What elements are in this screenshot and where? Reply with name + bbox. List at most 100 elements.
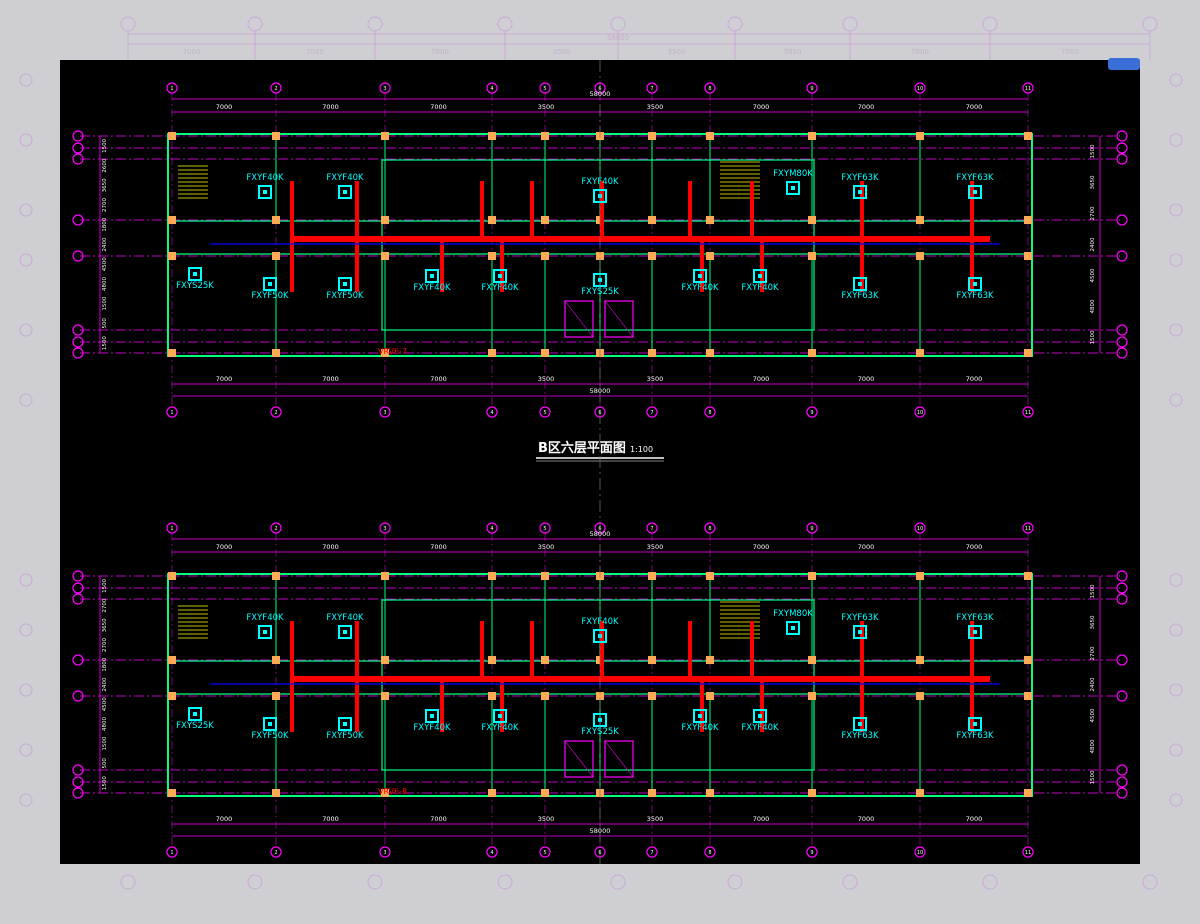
window-corner-badge[interactable] xyxy=(1108,58,1140,70)
axis-bubble-bottom xyxy=(270,846,282,858)
indoor-unit-label: FXYF40K xyxy=(481,723,519,733)
axis-bubble-label: 2 xyxy=(274,850,277,856)
axis-bubble-label: 2 xyxy=(274,410,277,416)
axis-bubble-left xyxy=(72,214,84,226)
axis-bubble-left xyxy=(72,690,84,702)
structural-column xyxy=(541,656,549,664)
bg-dim-text: 3500 xyxy=(668,48,686,56)
structural-column xyxy=(488,349,496,357)
axis-bubble-label: 11 xyxy=(1025,410,1031,416)
indoor-unit-symbol xyxy=(258,185,272,199)
axis-bubble-label: 8 xyxy=(708,410,711,416)
indoor-unit-symbol xyxy=(853,717,867,731)
duct-branch-up xyxy=(750,621,754,677)
bg-axis-bubble xyxy=(727,874,743,890)
structural-column xyxy=(916,789,924,797)
indoor-unit-symbol xyxy=(693,709,707,723)
dim-text-bottom: 7000 xyxy=(858,375,875,383)
structural-column xyxy=(1024,789,1032,797)
structural-column xyxy=(808,692,816,700)
dim-text-bottom: 7000 xyxy=(753,815,770,823)
dim-text-bottom: 7000 xyxy=(430,375,447,383)
dim-text-left: 2400 xyxy=(102,677,108,691)
elevator-shaft xyxy=(604,300,634,338)
dim-text-bottom: 7000 xyxy=(858,815,875,823)
dim-text-top: 7000 xyxy=(966,543,983,551)
dim-text-right: 2700 xyxy=(1090,206,1096,220)
indoor-unit-symbol xyxy=(338,625,352,639)
axis-bubble-bottom xyxy=(1022,846,1034,858)
structural-column xyxy=(488,572,496,580)
structural-column xyxy=(808,656,816,664)
bg-axis-bubble xyxy=(842,874,858,890)
indoor-unit-symbol xyxy=(968,185,982,199)
structural-column xyxy=(488,789,496,797)
structural-column xyxy=(648,349,656,357)
axis-bubble-label: 7 xyxy=(650,850,653,856)
indoor-unit-core xyxy=(498,714,502,718)
structural-column xyxy=(1024,656,1032,664)
bg-axis-bubble xyxy=(1169,743,1183,757)
indoor-unit-core xyxy=(263,630,267,634)
axis-bubble-label: 9 xyxy=(810,850,813,856)
indoor-unit-label: FXYF63K xyxy=(956,731,994,741)
axis-bubble-left xyxy=(72,336,84,348)
structural-column xyxy=(706,692,714,700)
duct-branch-down xyxy=(860,242,864,292)
bg-axis-bubble xyxy=(1169,73,1183,87)
bg-axis-bubble xyxy=(842,16,858,32)
indoor-unit-core xyxy=(343,722,347,726)
axis-bubble-bottom xyxy=(704,846,716,858)
structural-column xyxy=(541,132,549,140)
indoor-unit-label: FXYF50K xyxy=(326,731,364,741)
duct-branch-down xyxy=(700,242,704,292)
dim-text-right: 3650 xyxy=(1090,615,1096,629)
structural-column xyxy=(1024,132,1032,140)
structural-column xyxy=(541,216,549,224)
cad-viewport[interactable]: 1122334455667788991010111170007000700035… xyxy=(60,60,1140,864)
elevator-cross xyxy=(564,740,594,778)
structural-column xyxy=(272,789,280,797)
dim-text-left: 2700 xyxy=(102,198,108,212)
elevator-shaft xyxy=(604,740,634,778)
axis-bubble-right xyxy=(1116,582,1128,594)
duct-branch-down xyxy=(440,242,444,292)
structural-column xyxy=(272,349,280,357)
axis-bubble-label: 4 xyxy=(490,526,493,532)
axis-bubble-left xyxy=(72,654,84,666)
elevator-cross xyxy=(604,300,634,338)
dim-text-bottom: 7000 xyxy=(322,815,339,823)
structural-column xyxy=(916,216,924,224)
structural-column xyxy=(596,252,604,260)
structural-column xyxy=(648,572,656,580)
axis-bubble-label: 11 xyxy=(1025,850,1031,856)
bg-axis-bubble xyxy=(19,203,33,217)
axis-bubble-label: 10 xyxy=(917,410,923,416)
indoor-unit-symbol xyxy=(753,709,767,723)
dim-text-left: 1500 xyxy=(102,296,108,310)
structural-column xyxy=(381,216,389,224)
structural-column xyxy=(648,656,656,664)
bg-axis-bubble xyxy=(497,16,513,32)
indoor-unit-core xyxy=(973,190,977,194)
indoor-unit-core xyxy=(698,274,702,278)
indoor-unit-label: FXYF63K xyxy=(841,291,879,301)
axis-bubble-label: 9 xyxy=(810,410,813,416)
indoor-unit-symbol xyxy=(263,717,277,731)
axis-bubble-label: 4 xyxy=(490,86,493,92)
bg-dim-text: 7000 xyxy=(784,48,802,56)
duct-branch-down xyxy=(970,682,974,732)
axis-bubble-label: 5 xyxy=(543,86,546,92)
indoor-unit-symbol xyxy=(263,277,277,291)
axis-bubble-bottom xyxy=(646,846,658,858)
indoor-unit-label: FXYF40K xyxy=(741,723,779,733)
indoor-unit-symbol xyxy=(853,625,867,639)
axis-bubble-bottom xyxy=(166,846,178,858)
indoor-unit-symbol xyxy=(786,181,800,195)
dim-text-bottom: 7000 xyxy=(216,815,233,823)
duct-branch-down xyxy=(290,682,294,732)
dim-text-left: 2700 xyxy=(102,598,108,612)
structural-column xyxy=(808,252,816,260)
indoor-unit-label: FXYF40K xyxy=(481,283,519,293)
structural-column xyxy=(272,692,280,700)
